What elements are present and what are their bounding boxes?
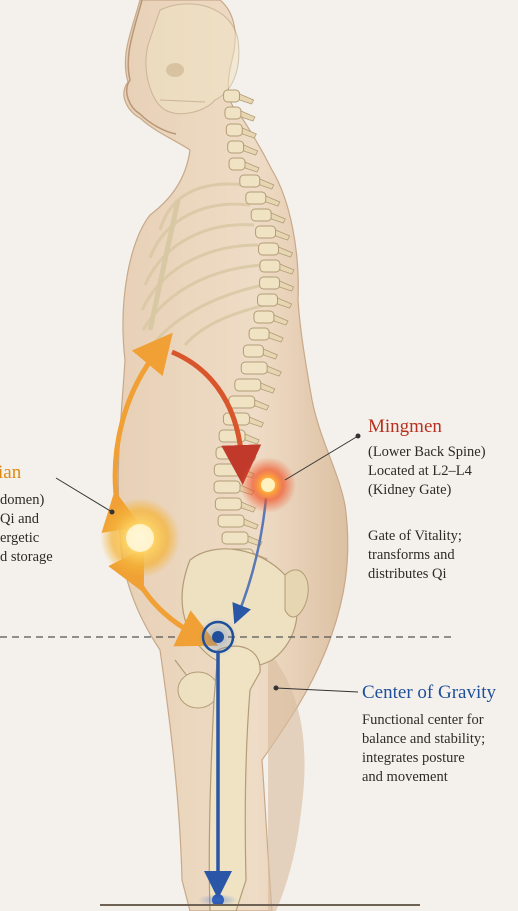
vertebra (216, 447, 242, 459)
vertebra (241, 362, 267, 374)
vertebra (229, 396, 255, 408)
vertebra (226, 124, 242, 136)
leader-line-left (56, 478, 112, 512)
mingmen-desc-line-2: transforms and (368, 546, 462, 565)
spinous-process (240, 94, 254, 104)
vertebra (251, 209, 271, 221)
center-of-gravity-target-icon (198, 617, 238, 657)
mingmen-location: (Lower Back Spine) Located at L2–L4 (Kid… (368, 443, 486, 500)
center-of-gravity-title: Center of Gravity (362, 682, 496, 704)
vertebra (225, 107, 241, 119)
vertebra (240, 175, 260, 187)
vertebra (243, 345, 263, 357)
vertebra (222, 532, 248, 544)
vertebra (249, 328, 269, 340)
vertebra (259, 243, 279, 255)
mingmen-sub-line-3: (Kidney Gate) (368, 481, 486, 500)
vertebra (228, 141, 244, 153)
mingmen-sub-line-2: Located at L2–L4 (368, 462, 486, 481)
vertebra (218, 515, 244, 527)
vertebra (254, 311, 274, 323)
vertebra (256, 226, 276, 238)
cog-desc-line-4: and movement (362, 768, 485, 787)
dantian-line-2: Qi and (0, 510, 53, 529)
vertebra (215, 498, 241, 510)
vertebra (214, 464, 240, 476)
mingmen-description: Gate of Vitality; transforms and distrib… (368, 527, 462, 584)
dantian-line-4: d storage (0, 548, 53, 567)
dantian-title: ian (0, 462, 21, 484)
vertebra (246, 192, 266, 204)
cog-desc-line-2: balance and stability; (362, 730, 485, 749)
cog-desc-line-3: integrates posture (362, 749, 485, 768)
vertebra (260, 260, 280, 272)
mingmen-desc-line-1: Gate of Vitality; (368, 527, 462, 546)
cog-desc-line-1: Functional center for (362, 711, 485, 730)
mingmen-sub-line-1: (Lower Back Spine) (368, 443, 486, 462)
dantian-line-3: ergetic (0, 529, 53, 548)
vertebra (229, 158, 245, 170)
dantian-description: domen) Qi and ergetic d storage (0, 491, 53, 567)
dantian-line-1: domen) (0, 491, 53, 510)
mingmen-desc-line-3: distributes Qi (368, 565, 462, 584)
vertebra (258, 294, 278, 306)
center-of-gravity-description: Functional center for balance and stabil… (362, 711, 485, 787)
vertebra (235, 379, 261, 391)
vertebra (224, 90, 240, 102)
mingmen-title: Mingmen (368, 416, 442, 438)
vertebra (214, 481, 240, 493)
vertebra (260, 277, 280, 289)
